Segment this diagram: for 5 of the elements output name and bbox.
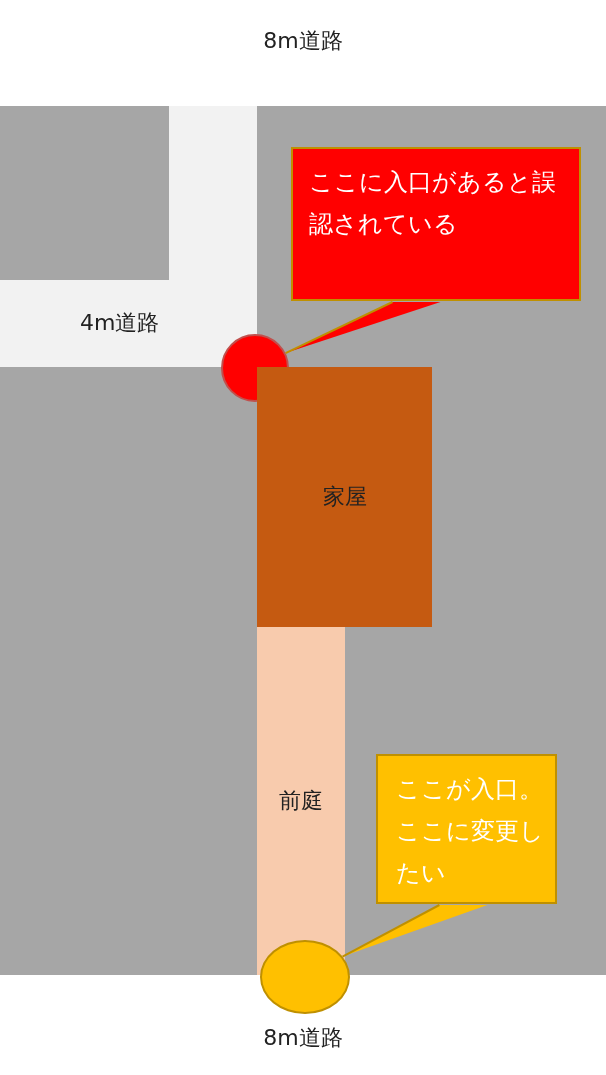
- road-label: 8m道路: [263, 1024, 343, 1052]
- road-label: 8m道路: [263, 27, 343, 55]
- road-label: 4m道路: [80, 309, 160, 337]
- house-area: 家屋: [257, 367, 432, 627]
- front-yard: 前庭: [257, 627, 345, 975]
